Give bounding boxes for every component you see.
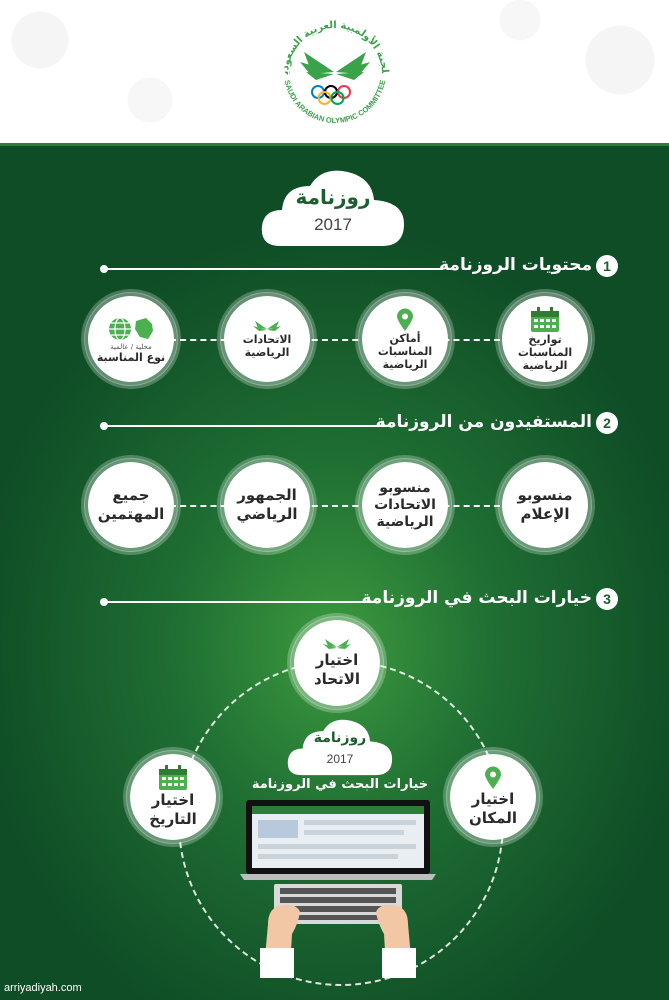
site-watermark: arriyadiyah.com (4, 982, 82, 994)
beneficiary-all-interested: جميع المهتمين (84, 458, 178, 552)
logo-english-name: SAUDI ARABIAN OLYMPIC COMMITTEE (283, 79, 388, 125)
section-3-title: خيارات البحث في الروزنامة (361, 588, 593, 608)
laptop-illustration (240, 800, 436, 978)
header-divider (0, 143, 669, 146)
content-event-venues-label: أماكن المناسبات الرياضية (377, 331, 433, 371)
content-event-type: محلية / عالمية نوع المناسبة (84, 292, 178, 386)
beneficiary-federations: منسوبو الاتحادات الرياضية (358, 458, 452, 552)
calendar-icon (159, 765, 187, 790)
section-1-connector (170, 339, 500, 341)
search-by-date-label: اختيار التاريخ (149, 791, 197, 828)
section-2-title: المستفيدون من الروزنامة (375, 412, 592, 432)
center-calendar-cloud: روزنامة 2017 (285, 712, 395, 778)
section-1-line (100, 265, 443, 273)
beneficiary-federations-label: منسوبو الاتحادات الرياضية (374, 479, 436, 530)
section-1-number: 1 (596, 255, 618, 277)
section-2-connector (170, 505, 500, 507)
wings-icon (323, 639, 351, 649)
beneficiary-media-label: منسوبو الإعلام (517, 486, 573, 523)
center-caption: خيارات البحث في الروزنامة (251, 777, 429, 792)
beneficiary-sports-public: الجمهور الرياضي (220, 458, 314, 552)
content-event-type-label: نوع المناسبة (96, 350, 166, 364)
content-event-type-sub: محلية / عالمية (110, 342, 152, 351)
cloud-shape (261, 170, 404, 246)
hands-icon (260, 904, 416, 978)
location-pin-icon (485, 766, 501, 789)
center-calendar-title: روزنامة (313, 730, 367, 746)
section-3-number: 3 (596, 588, 618, 610)
calendar-year: 2017 (314, 215, 352, 234)
beneficiary-sports-public-label: الجمهور الرياضي (236, 486, 298, 523)
content-event-dates: تواريخ المناسبات الرياضية (498, 292, 592, 386)
search-by-date: اختيار التاريخ (126, 750, 220, 844)
content-sports-federations-label: الاتحادات الرياضية (242, 333, 292, 359)
center-calendar-year: 2017 (326, 752, 354, 766)
globe-map-icon (109, 316, 153, 341)
calendar-icon (531, 306, 559, 332)
logo-arabic-name: اللجنة الأولمبية العربية السعودية (270, 10, 390, 76)
section-2-number: 2 (596, 412, 618, 434)
search-by-federation: اختيار الاتحاد (290, 616, 384, 710)
cloud-shape (287, 719, 393, 776)
search-by-venue-label: اختيار المكان (469, 790, 517, 827)
location-pin-icon (397, 308, 413, 331)
beneficiary-all-interested-label: جميع المهتمين (97, 486, 165, 523)
content-event-dates-label: تواريخ المناسبات الرياضية (517, 332, 573, 372)
section-1-title: محتويات الروزنامة (439, 255, 592, 275)
calendar-title-cloud: روزنامة 2017 (258, 160, 408, 250)
beneficiary-media: منسوبو الإعلام (498, 458, 592, 552)
wings-icon (253, 321, 281, 331)
content-event-venues: أماكن المناسبات الرياضية (358, 292, 452, 386)
calendar-title: روزنامة (295, 185, 371, 209)
section-2-line (100, 422, 385, 430)
content-sports-federations: الاتحادات الرياضية (220, 292, 314, 386)
olympic-committee-logo: اللجنة الأولمبية العربية السعوديةSAUDI A… (270, 10, 390, 125)
section-3-line (100, 598, 380, 606)
search-by-venue: اختيار المكان (446, 750, 540, 844)
header-banner: اللجنة الأولمبية العربية السعوديةSAUDI A… (0, 0, 669, 143)
search-by-federation-label: اختيار الاتحاد (313, 651, 361, 688)
